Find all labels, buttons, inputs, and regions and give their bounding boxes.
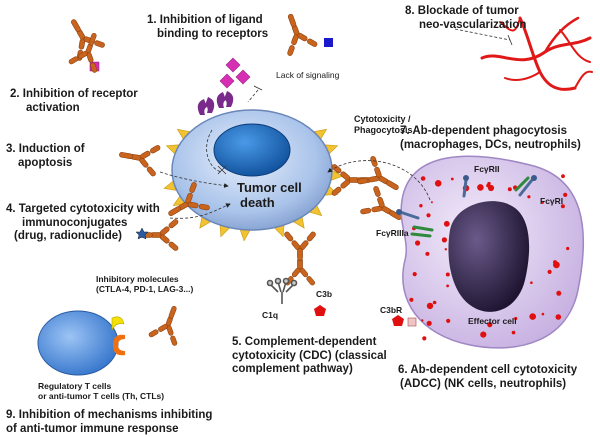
t-cell bbox=[37, 310, 125, 376]
label-fcgriiia: FcγRIIIa bbox=[376, 228, 409, 238]
c3b-bound-pentagon-icon bbox=[392, 315, 404, 326]
label-fcgri: FcγRI bbox=[540, 196, 564, 206]
granules bbox=[409, 174, 570, 341]
label-6-adcc: 6. Ab-dependent cell cytotoxicity(ADCC) … bbox=[398, 364, 578, 390]
antibody-2 bbox=[66, 27, 110, 75]
label-effector-cell: Effector cell bbox=[468, 316, 517, 326]
tumor-cell bbox=[163, 91, 344, 242]
antibody-3 bbox=[273, 8, 320, 59]
c3br-receptor-icon bbox=[407, 317, 417, 327]
fcgriiia-receptor-icon bbox=[396, 209, 434, 238]
fc-receptor-icons bbox=[396, 175, 537, 238]
antibody-12 bbox=[146, 300, 190, 348]
tumor-antigen-spikes bbox=[163, 128, 344, 242]
label-fcgrii: FcγRII bbox=[474, 164, 500, 174]
ligand-icon bbox=[89, 57, 251, 89]
fcgrii-receptor-icon bbox=[462, 175, 469, 198]
orange-inhibitory-molecule-icon bbox=[113, 334, 125, 356]
fcgri-receptor-icon bbox=[514, 175, 537, 197]
label-inhibitory-molecules: Inhibitory molecules(CTLA-4, PD-1, LAG-3… bbox=[96, 274, 194, 294]
effector-nucleus bbox=[448, 201, 530, 312]
yellow-inhibitory-molecule-icon bbox=[111, 316, 125, 331]
label-lack-of-signaling: Lack of signaling bbox=[276, 70, 340, 80]
drug-star-icon bbox=[135, 227, 149, 240]
label-7-phagocytosis: 7. Ab-dependent phagocytosis(macrophages… bbox=[400, 125, 581, 151]
label-c1q: C1q bbox=[262, 310, 279, 320]
tumor-vessel-icon bbox=[480, 16, 593, 91]
tumor-nucleus bbox=[213, 123, 291, 177]
blue-ligand-icon bbox=[324, 38, 333, 47]
c1q-icon bbox=[266, 277, 298, 304]
label-cytotoxicity-phagocytosis: Cytotoxicity /Phagocytosis bbox=[354, 114, 413, 135]
effector-cell bbox=[400, 155, 585, 349]
connectors bbox=[159, 28, 513, 219]
c3b-pentagon-icon bbox=[314, 305, 326, 316]
label-c3br: C3bR bbox=[380, 305, 403, 315]
receptor-icon bbox=[197, 91, 234, 115]
antibody-4 bbox=[116, 137, 163, 179]
label-c3b: C3b bbox=[316, 289, 333, 299]
